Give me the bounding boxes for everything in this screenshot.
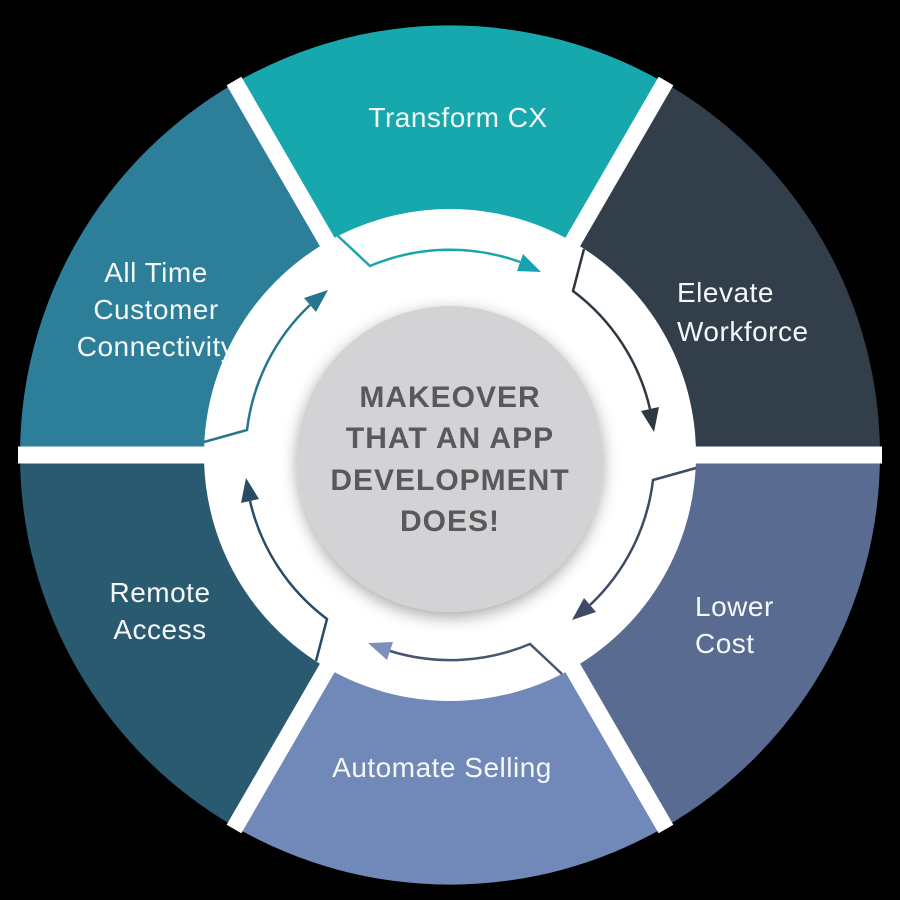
arrow-head-automate-selling-icon: [368, 642, 393, 660]
segment-lower-cost-label: Lower: [695, 591, 774, 622]
separator-lower-right: [563, 660, 674, 834]
arrow-arc-all-time: [203, 304, 311, 444]
arrow-head-elevate-workforce-icon: [641, 407, 659, 432]
segment-all-time-wedge: [20, 83, 327, 455]
arrow-arc-elevate-workforce: [571, 248, 652, 410]
segment-remote-access-wedge: [20, 455, 327, 827]
segment-remote-access-label: Remote: [109, 577, 210, 608]
segment-all-time-label: Connectivity: [77, 331, 236, 362]
arrow-head-lower-cost-icon: [572, 598, 596, 620]
segment-elevate-workforce-label: Elevate: [677, 277, 774, 308]
separator-upper-left: [226, 76, 337, 250]
flow-arrows: [203, 235, 697, 675]
segment-remote-access-label: Access: [113, 614, 206, 645]
segment-labels: Transform CX Elevate Workforce Lower Cos…: [77, 102, 809, 783]
center-title-line: MAKEOVER: [359, 381, 540, 414]
segment-all-time-label: Customer: [93, 294, 218, 325]
center-title-line: THAT AN APP: [346, 422, 554, 455]
center-title-line: DEVELOPMENT: [330, 464, 569, 497]
separator-lower-left: [226, 660, 337, 834]
segment-elevate-workforce-label: Workforce: [677, 316, 809, 347]
segment-transform-cx-wedge: [235, 25, 665, 243]
arrow-arc-remote-access: [248, 500, 329, 662]
segment-separators: [18, 76, 882, 834]
arrow-arc-transform-cx: [337, 235, 521, 268]
center-circle: [297, 306, 603, 612]
segment-lower-cost-wedge: [573, 455, 880, 827]
segment-automate-selling-label: Automate Selling: [332, 752, 552, 783]
arrow-arc-automate-selling: [389, 642, 563, 675]
segment-all-time-label: All Time: [104, 257, 208, 288]
segment-transform-cx-label: Transform CX: [368, 102, 547, 133]
separator-upper-right: [563, 76, 674, 250]
segment-elevate-workforce-wedge: [573, 83, 880, 455]
arrow-arc-lower-cost: [589, 466, 697, 606]
center-title-line: DOES!: [400, 505, 500, 538]
arrow-head-transform-cx-icon: [517, 254, 541, 272]
segment-automate-selling-wedge: [235, 668, 665, 885]
center-title: MAKEOVER THAT AN APP DEVELOPMENT DOES!: [330, 381, 569, 538]
arrow-head-remote-access-icon: [241, 478, 259, 503]
segment-lower-cost-label: Cost: [695, 628, 755, 659]
arrow-head-all-time-icon: [304, 290, 328, 312]
